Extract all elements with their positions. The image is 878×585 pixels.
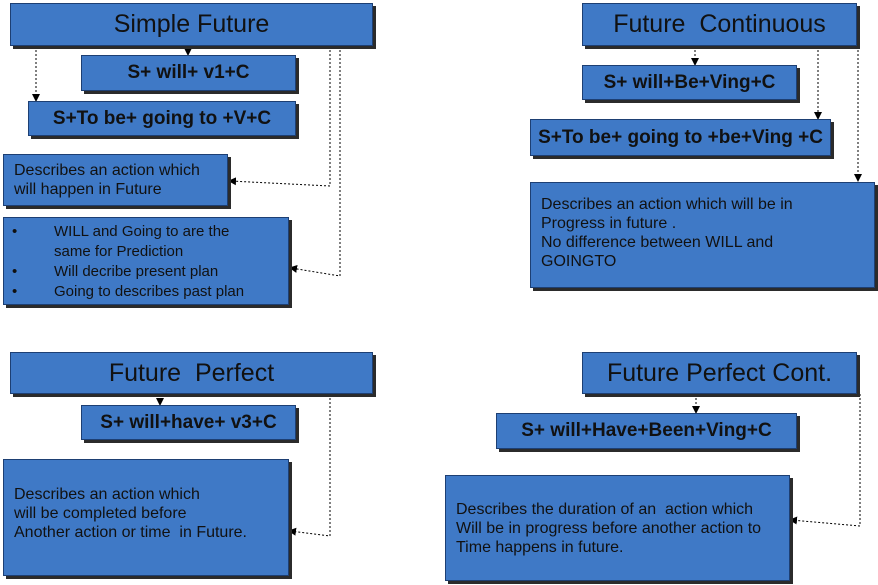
list-item: • Will decribe present plan [12,262,280,282]
list-item-continuation: same for Prediction [12,242,280,262]
description-line: Describes an action which will be in [541,196,793,213]
future-perfect-title: Future Perfect [10,352,373,394]
connector-fp-description [288,394,331,537]
description-line: No difference between WILL and [541,234,774,251]
future-perfect-formula: S+ will+have+ v3+C [81,405,296,440]
description-line: Another action or time in Future. [14,524,247,541]
description-line: Describes the duration of an action whic… [456,501,754,518]
bullet-icon: • [12,283,18,300]
connector-sf-description [228,46,331,187]
description-line: will be completed before [14,505,187,522]
description-line: Progress in future . [541,215,677,232]
simple-future-description: Describes an action which will happen in… [3,154,228,206]
note-text: Going to describes past plan [54,283,245,300]
simple-future-formula-going-to: S+To be+ going to +V+C [28,101,296,136]
note-text: WILL and Going to are the [54,223,230,240]
description-line: will happen in Future [14,181,162,198]
future-perfect-description: Describes an action which will be comple… [3,459,289,576]
description-line: GOINGTO [541,253,617,270]
description-line: Will be in progress before another actio… [456,520,762,537]
future-continuous-formula-going-to: S+To be+ going to +be+Ving +C [530,119,831,156]
future-continuous-title: Future Continuous [582,3,857,46]
bullet-icon: • [12,263,18,280]
future-perfect-cont-formula: S+ will+Have+Been+Ving+C [496,413,797,449]
future-perfect-cont-description: Describes the duration of an action whic… [445,475,790,581]
list-item: • WILL and Going to are the [12,222,280,242]
simple-future-title: Simple Future [10,3,373,46]
description-line: Describes an action which [14,162,200,179]
simple-future-notes: • WILL and Going to are the same for Pre… [3,217,289,305]
note-text: same for Prediction [54,243,184,260]
note-text: Will decribe present plan [54,263,219,280]
bullet-icon: • [12,223,18,240]
connector-sf-notes [289,46,341,277]
future-perfect-cont-title: Future Perfect Cont. [582,352,857,394]
future-continuous-description: Describes an action which will be in Pro… [530,182,875,288]
connector-fpc-description [789,394,861,527]
future-continuous-formula-will: S+ will+Be+Ving+C [582,65,797,100]
description-line: Time happens in future. [456,539,624,556]
list-item: • Going to describes past plan [12,282,280,302]
description-line: Describes an action which [14,486,200,503]
simple-future-formula-will: S+ will+ v1+C [81,55,296,91]
